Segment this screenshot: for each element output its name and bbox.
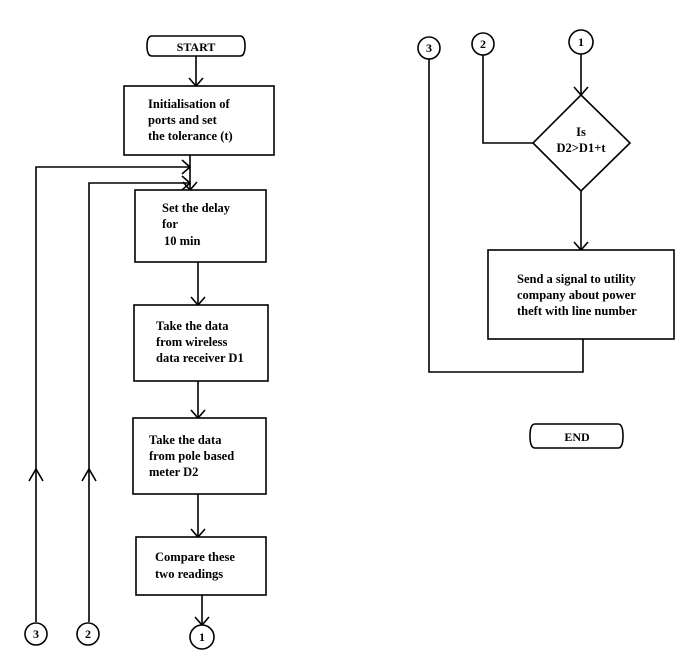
wireless-line-2: from wireless bbox=[156, 335, 228, 349]
line-connector-3-to-join bbox=[428, 59, 584, 373]
decision-line-2: D2>D1+t bbox=[557, 141, 607, 155]
arrow-init-to-delay bbox=[182, 155, 198, 192]
connector-1-bottom-label: 1 bbox=[199, 630, 205, 644]
connector-3-top: 3 bbox=[417, 36, 441, 60]
loop-line-3 bbox=[28, 159, 192, 622]
arrow-compare-to-connector-1 bbox=[194, 595, 210, 627]
pole-box: Take the data from pole based meter D2 bbox=[132, 417, 267, 495]
start-label: START bbox=[177, 40, 216, 54]
end-terminal: END bbox=[529, 423, 624, 449]
signal-line-1: Send a signal to utility bbox=[517, 272, 637, 286]
compare-line-1: Compare these bbox=[155, 550, 235, 564]
connector-1-top-label: 1 bbox=[578, 35, 584, 49]
line-connector-2-to-decision bbox=[482, 55, 533, 144]
connector-3-top-label: 3 bbox=[426, 41, 432, 55]
pole-line-2: from pole based bbox=[149, 449, 234, 463]
connector-1-top: 1 bbox=[568, 29, 594, 55]
connector-1-bottom: 1 bbox=[189, 624, 215, 650]
init-line-1: Initialisation of bbox=[148, 97, 230, 111]
init-box: Initialisation of ports and set the tole… bbox=[123, 85, 275, 156]
connector-3-bottom-label: 3 bbox=[33, 627, 39, 641]
delay-line-3: 10 min bbox=[164, 234, 201, 248]
init-line-2: ports and set bbox=[148, 113, 218, 127]
delay-line-1: Set the delay bbox=[162, 201, 231, 215]
init-line-3: the tolerance (t) bbox=[148, 129, 233, 143]
wireless-box: Take the data from wireless data receive… bbox=[133, 304, 269, 382]
end-label: END bbox=[564, 430, 590, 444]
compare-line-2: two readings bbox=[155, 567, 223, 581]
connector-3-bottom: 3 bbox=[24, 622, 48, 646]
signal-line-2: company about power bbox=[517, 288, 636, 302]
start-terminal: START bbox=[146, 35, 246, 57]
signal-line-3: theft with line number bbox=[517, 304, 637, 318]
delay-line-2: for bbox=[162, 217, 178, 231]
decision-line-1: Is bbox=[576, 125, 586, 139]
arrow-pole-to-compare bbox=[190, 494, 206, 539]
loop-line-2 bbox=[81, 175, 192, 622]
wireless-line-3: data receiver D1 bbox=[156, 351, 244, 365]
arrow-start-to-init bbox=[188, 56, 204, 88]
signal-box: Send a signal to utility company about p… bbox=[487, 249, 675, 340]
delay-box: Set the delay for 10 min bbox=[134, 189, 267, 263]
wireless-line-1: Take the data bbox=[156, 319, 229, 333]
decision-diamond: Is D2>D1+t bbox=[531, 93, 632, 193]
pole-line-3: meter D2 bbox=[149, 465, 198, 479]
connector-2-top: 2 bbox=[471, 32, 495, 56]
arrow-wireless-to-pole bbox=[190, 381, 206, 420]
connector-2-bottom: 2 bbox=[76, 622, 100, 646]
connector-2-bottom-label: 2 bbox=[85, 627, 91, 641]
arrow-delay-to-wireless bbox=[190, 262, 206, 307]
pole-line-1: Take the data bbox=[149, 433, 222, 447]
compare-box: Compare these two readings bbox=[135, 536, 267, 596]
connector-2-top-label: 2 bbox=[480, 37, 486, 51]
arrow-connector-1-to-decision bbox=[573, 54, 589, 97]
arrow-decision-to-signal bbox=[573, 191, 589, 252]
